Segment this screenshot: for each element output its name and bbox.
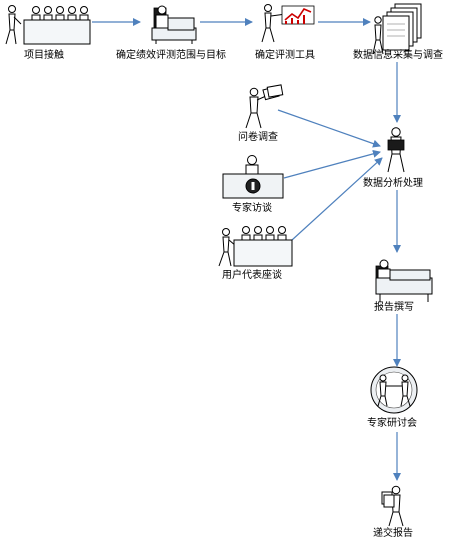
person-with-documents-icon [381,485,404,527]
expert-at-desk-icon [222,155,284,199]
label-expert-interview: 专家访谈 [232,203,272,214]
label-data-analysis: 数据分析处理 [363,178,423,189]
label-submit-report: 递交报告 [373,528,413,539]
arrow-interview-to-analysis [283,149,381,179]
arrow-questionnaire-to-analysis [277,109,381,148]
arrows [92,18,401,481]
label-project-contact: 项目接触 [24,50,64,61]
document-stack-icon [372,3,422,55]
person-with-laptop-icon [387,127,405,173]
label-data-collection: 数据信息采集与调查 [353,50,443,61]
presenter-chart-icon [261,4,315,43]
person-at-desk-icon [151,5,197,44]
person-holding-papers-icon [245,84,284,129]
label-report-writing: 报告撰写 [374,302,414,313]
presenter-audience-icon [5,5,91,45]
label-questionnaire: 问卷调查 [238,132,278,143]
label-define-scope: 确定绩效评测范围与目标 [116,50,226,61]
label-user-forum: 用户代表座谈 [222,270,282,281]
person-at-desk-icon [375,259,433,302]
meeting-circle-icon [370,366,418,414]
arrow-forum-to-analysis [291,157,383,241]
label-define-tools: 确定评测工具 [255,50,315,61]
presenter-audience-icon [218,226,293,267]
label-expert-seminar: 专家研讨会 [367,418,417,429]
